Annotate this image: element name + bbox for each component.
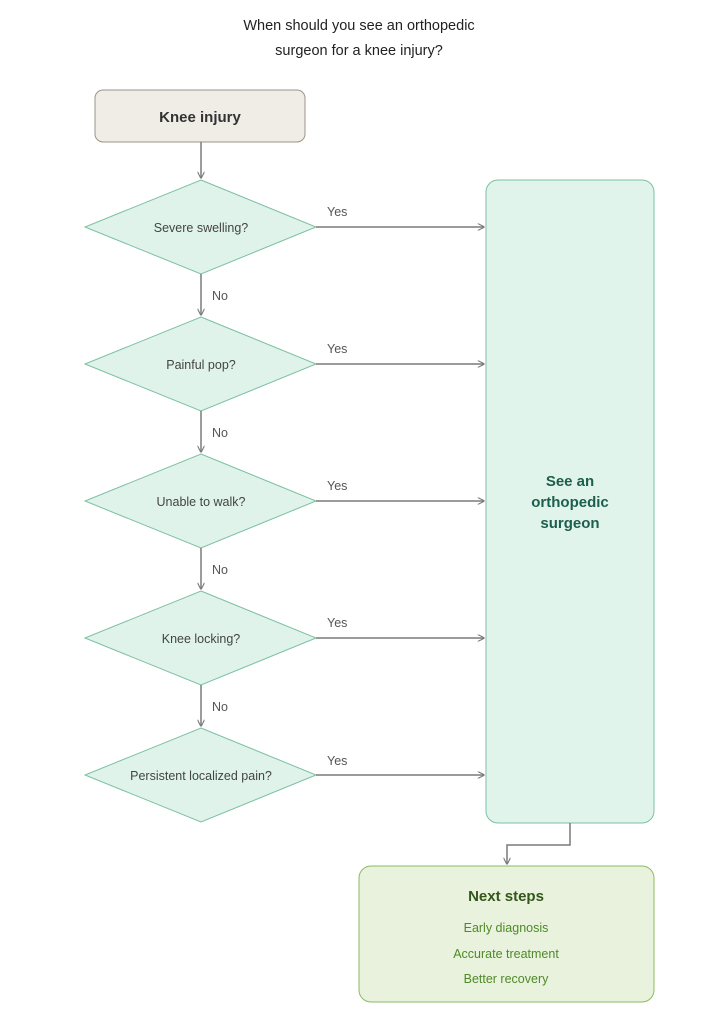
decision-label-knee-locking: Knee locking? [162, 632, 241, 646]
yes-label-knee-locking: Yes [327, 616, 347, 630]
decision-label-persistent-localized-pain: Persistent localized pain? [130, 769, 272, 783]
outcome-label-line-1: See an [546, 473, 594, 490]
next-steps-item-better-recovery: Better recovery [464, 972, 550, 986]
yes-label-severe-swelling: Yes [327, 205, 347, 219]
decision-label-severe-swelling: Severe swelling? [154, 221, 249, 235]
decision-label-painful-pop: Painful pop? [166, 358, 236, 372]
yes-label-persistent-localized-pain: Yes [327, 754, 347, 768]
start-node-label: Knee injury [159, 109, 241, 126]
diagram-title-line-1: When should you see an orthopedic [243, 18, 474, 34]
decision-label-unable-to-walk: Unable to walk? [157, 495, 246, 509]
connector-outcome-to-next-steps [507, 823, 571, 864]
outcome-label-line-2: orthopedic [531, 494, 609, 511]
next-steps-title: Next steps [468, 888, 544, 905]
yes-label-unable-to-walk: Yes [327, 479, 347, 493]
next-steps-node [358, 865, 655, 1003]
next-steps-item-early-diagnosis: Early diagnosis [464, 921, 549, 935]
no-label-painful-pop: No [212, 426, 228, 440]
next-steps-item-accurate-treatment: Accurate treatment [453, 947, 559, 961]
decision-diamond-persistent-localized-pain [83, 727, 318, 823]
no-label-unable-to-walk: No [212, 563, 228, 577]
yes-label-painful-pop: Yes [327, 342, 347, 356]
start-node [94, 89, 306, 143]
no-label-knee-locking: No [212, 700, 228, 714]
no-label-severe-swelling: No [212, 289, 228, 303]
diagram-title-line-2: surgeon for a knee injury? [275, 43, 443, 59]
outcome-label-line-3: surgeon [540, 515, 599, 532]
